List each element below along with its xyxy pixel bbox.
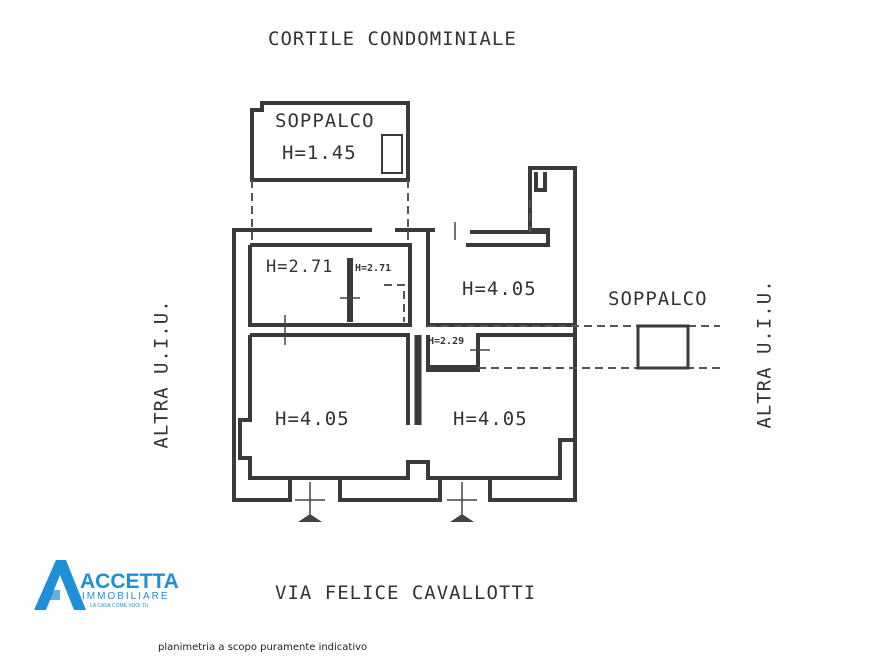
logo-mark	[34, 560, 86, 610]
mezzanine-top-name: SOPPALCO	[275, 110, 375, 132]
logo-name: ACCETTA	[80, 570, 179, 593]
right-label: ALTRA U.I.U.	[753, 279, 776, 429]
room-height: H=4.05	[453, 408, 528, 430]
top-label: CORTILE CONDOMINIALE	[268, 28, 517, 50]
disclaimer-note: planimetria a scopo puramente indicativo	[158, 642, 368, 653]
logo-tagline: LA CASA COME VUOI TU	[90, 603, 149, 609]
bottom-label: VIA FELICE CAVALLOTTI	[275, 582, 537, 604]
logo-sub: IMMOBILIARE	[82, 591, 170, 602]
room-height: H=4.05	[462, 278, 537, 300]
mezzanine-right-name: SOPPALCO	[608, 288, 708, 310]
mezzanine-top-height: H=1.45	[282, 142, 357, 164]
left-label: ALTRA U.I.U.	[150, 299, 173, 449]
room-height: H=2.29	[428, 336, 465, 347]
mezzanine-right-box	[636, 324, 690, 370]
room-height: H=4.05	[275, 408, 350, 430]
room-height: H=2.71	[266, 257, 334, 277]
outer-wall	[232, 166, 577, 502]
room-height: H=2.71	[355, 263, 392, 274]
